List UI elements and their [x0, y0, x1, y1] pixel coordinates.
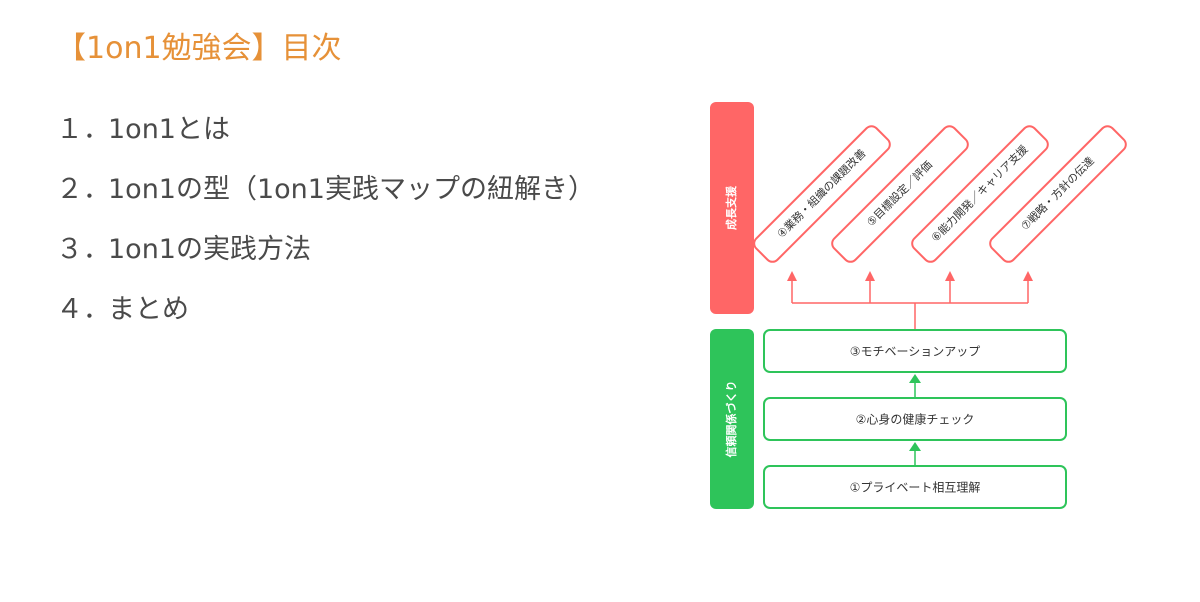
- growth-connectors: [787, 271, 1033, 329]
- toc-text: まとめ: [108, 294, 189, 325]
- trust-step-2: ②心身の健康チェック: [856, 412, 975, 427]
- up-arrow-icon: [909, 442, 921, 465]
- trust-step-3: ③モチベーションアップ: [850, 345, 981, 359]
- growth-support-label: 成長支援: [724, 185, 738, 230]
- toc-text: 1on1の型（1on1実践マップの紐解き）: [108, 174, 595, 205]
- toc-number: １．: [56, 114, 110, 145]
- trust-building-label: 信頼関係づくり: [724, 381, 738, 458]
- toc-item-4: ４．まとめ: [56, 280, 595, 340]
- toc-number: ４．: [56, 294, 110, 325]
- trust-step-2-box: [763, 397, 1067, 441]
- growth-support-bar: [710, 102, 754, 314]
- toc-number: ３．: [56, 234, 110, 265]
- growth-item-label: ⑤目標設定／評価: [864, 158, 935, 229]
- toc-item-2: ２．1on1の型（1on1実践マップの紐解き）: [56, 160, 595, 220]
- toc-text: 1on1とは: [108, 114, 230, 145]
- toc-text: 1on1の実践方法: [108, 234, 311, 265]
- trust-step-1: ①プライベート相互理解: [850, 481, 981, 495]
- toc-item-3: ３．1on1の実践方法: [56, 220, 595, 280]
- table-of-contents: １．1on1とは ２．1on1の型（1on1実践マップの紐解き） ３．1on1の…: [56, 100, 595, 340]
- slide-title: 【1on1勉強会】目次: [56, 31, 342, 66]
- up-arrow-icon: [909, 374, 921, 397]
- trust-step-3-box: [763, 329, 1067, 373]
- trust-building-bar: [710, 329, 754, 509]
- toc-item-1: １．1on1とは: [56, 100, 595, 160]
- trust-step-1-box: [763, 465, 1067, 509]
- toc-number: ２．: [56, 174, 110, 205]
- 1on1-practice-map-diagram: 成長支援 信頼関係づくり ④業務・組織の課題改善 ⑤目標設定／評価 ⑥能力開発／…: [700, 96, 1127, 516]
